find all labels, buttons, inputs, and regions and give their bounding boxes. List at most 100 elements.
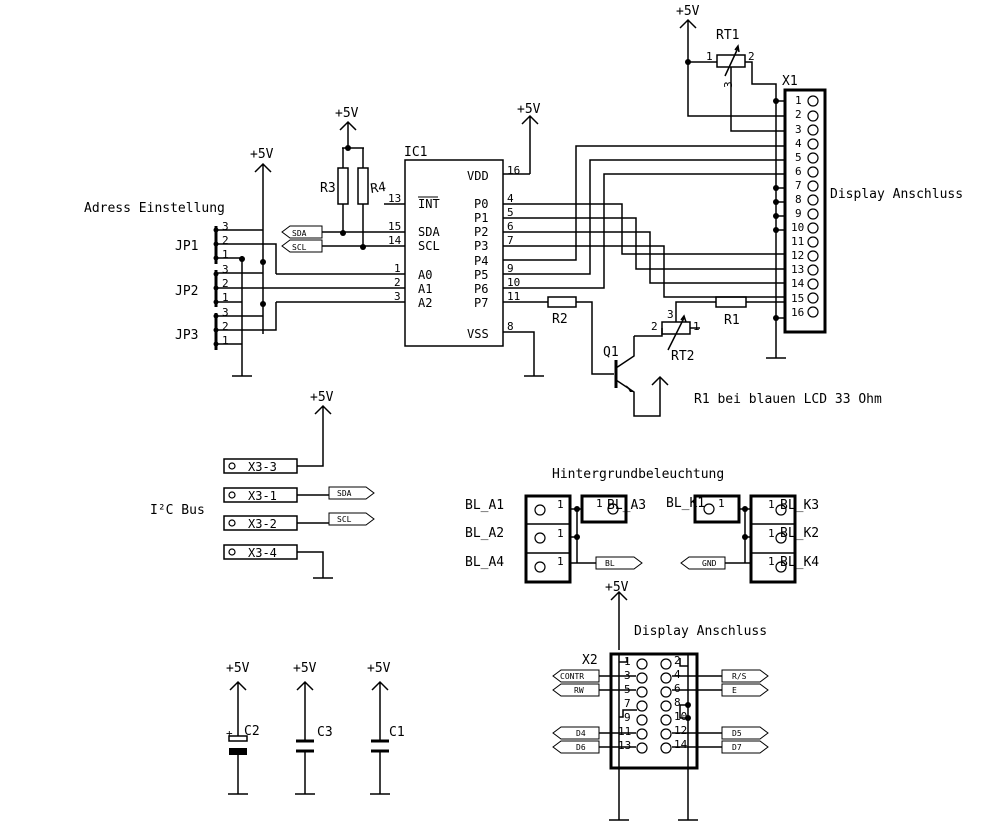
- x1-connector: X1 1 2 3 4 5 6 7 8 9 10 11 12 13 14 15 1…: [773, 74, 827, 334]
- ic1-ref: IC1: [404, 145, 427, 160]
- pullup-resistors: R3 R4: [320, 145, 387, 250]
- x2-pin: 4: [674, 668, 681, 681]
- ground-icon: [370, 751, 390, 795]
- x1-pin: 11: [791, 235, 804, 248]
- bl-label: BL_K2: [780, 526, 819, 541]
- x2-left-pins: 1 3 5 7 9 11 13: [618, 655, 631, 752]
- backlight-anode-block: BL_A1 BL_A2 BL_A4 1 1 1 1 BL_A3 BL: [465, 494, 646, 584]
- ic-pin-number: 4: [507, 192, 514, 205]
- jumper-pin: 2: [222, 320, 229, 333]
- rt1-trimmer: RT1 1 2 3: [685, 28, 785, 132]
- jumper-pin: 2: [222, 277, 229, 290]
- c2-capacitor: + C2: [226, 724, 260, 755]
- x2-pin: 9: [624, 711, 631, 724]
- pin-one: 1: [557, 555, 564, 568]
- supply-label: +5V: [310, 390, 334, 405]
- ic-pin-number: 3: [394, 290, 401, 303]
- bl-label: BL_A1: [465, 498, 504, 513]
- ic-pin-name: P0: [474, 197, 488, 211]
- display-connector-heading: Display Anschluss: [830, 187, 963, 202]
- x2-ref: X2: [582, 653, 598, 668]
- ic-pin-name: VDD: [467, 169, 489, 183]
- backlight-driver: R2 Q1 RT2 2 1 3 R1: [547, 296, 785, 417]
- backlight-cathode-block: BL_K1 1 1 1 1 BL_K3 BL_K2 BL_K4 GND: [666, 494, 819, 584]
- x3-label: X3-4: [248, 546, 277, 560]
- scl-tag-text: SCL: [292, 243, 307, 252]
- supply-label: +5V: [335, 106, 359, 121]
- pin-one: 1: [718, 497, 725, 510]
- q1-label: Q1: [603, 345, 619, 360]
- r2-label: R2: [552, 312, 568, 327]
- ic-pin-number: 8: [507, 320, 514, 333]
- power-arrow-icon: +5V: [517, 102, 541, 174]
- jumper-pin: 3: [222, 306, 229, 319]
- rw-tag-text: RW: [574, 686, 584, 695]
- pin-one: 1: [596, 497, 603, 510]
- i2c-bus-label: I²C Bus: [150, 503, 205, 518]
- power-arrow-icon: +5V: [335, 106, 359, 148]
- ic-pin-name: VSS: [467, 327, 489, 341]
- r1-label: R1: [724, 313, 740, 328]
- x1-pin: 5: [795, 151, 802, 164]
- scl-tag-text: SCL: [337, 515, 352, 524]
- ic-pin-name: P3: [474, 239, 488, 253]
- x3-label: X3-2: [248, 517, 277, 531]
- jumper-block: JP1 JP2 JP3 3 2 1 3 2 1 3 2 1: [175, 220, 277, 350]
- supply-symbols: +5V +5V +5V +5V +5V +5V +5V: [226, 4, 700, 740]
- supply-label: +5V: [293, 661, 317, 676]
- ic-pin-number: 2: [394, 276, 401, 289]
- ic-pin-number: 11: [507, 290, 520, 303]
- gnd-tag-text: GND: [702, 559, 717, 568]
- jp2-label: JP2: [175, 284, 198, 299]
- jumper-pin: 3: [222, 220, 229, 233]
- bl-label: BL_A3: [607, 498, 646, 513]
- ic-pin-name: A0: [418, 268, 432, 282]
- rt2-pin: 3: [667, 308, 674, 321]
- ic-pin-number: 14: [388, 234, 402, 247]
- r3-label: R3: [320, 181, 336, 196]
- ic1-right-pins: VDD P0 P1 P2 P3 P4 P5 P6 P7 VSS 16 4 5 6…: [467, 164, 520, 341]
- ic-pin-number: 7: [507, 234, 514, 247]
- x2-pin: 7: [624, 697, 631, 710]
- jumper-pin: 2: [222, 234, 229, 247]
- x3-label: X3-1: [248, 489, 277, 503]
- bl-tag-text: BL: [605, 559, 615, 568]
- ic-right-wires: [503, 145, 785, 303]
- ic-pin-name: SDA: [418, 225, 440, 239]
- ic-pin-number: 5: [507, 206, 514, 219]
- ic-pin-name: P4: [474, 254, 488, 268]
- sda-tag-text: SDA: [337, 489, 352, 498]
- rt2-pin: 1: [693, 320, 700, 333]
- pin-one: 1: [768, 527, 775, 540]
- supply-label: +5V: [517, 102, 541, 117]
- ic-pin-number: 10: [507, 276, 520, 289]
- c1-label: C1: [389, 725, 405, 740]
- ic-pin-name: P6: [474, 282, 488, 296]
- ic-left-wires: [276, 203, 405, 303]
- rt1-pin: 1: [706, 50, 713, 63]
- pin-one: 1: [557, 527, 564, 540]
- c3-capacitor: C3: [296, 725, 333, 753]
- ic-pin-number: 9: [507, 262, 514, 275]
- x1-pin: 8: [795, 193, 802, 206]
- ground-icon: [228, 755, 248, 795]
- ground-icon: [609, 768, 629, 821]
- ic-pin-name: P7: [474, 296, 488, 310]
- pin-one: 1: [768, 498, 775, 511]
- x1-pin: 2: [795, 108, 802, 121]
- backlight-heading: Hintergrundbeleuchtung: [552, 467, 724, 482]
- jumper-pin: 1: [222, 334, 229, 347]
- bl-label: BL_K1: [666, 496, 705, 511]
- rt1-label: RT1: [716, 28, 739, 43]
- ic-pin-number: 16: [507, 164, 520, 177]
- ic-pin-name: A1: [418, 282, 432, 296]
- pin-one: 1: [557, 498, 564, 511]
- address-setting-heading: Adress Einstellung: [84, 201, 225, 216]
- ic-pin-name: P2: [474, 225, 488, 239]
- supply-label: +5V: [250, 147, 274, 162]
- r4-label: R4: [369, 180, 387, 197]
- x2-signal-tags: CONTR RW D4 D6 R/S E D5 D7: [552, 669, 769, 754]
- power-arrow-icon: +5V: [297, 390, 334, 467]
- rt2-pin: 2: [651, 320, 658, 333]
